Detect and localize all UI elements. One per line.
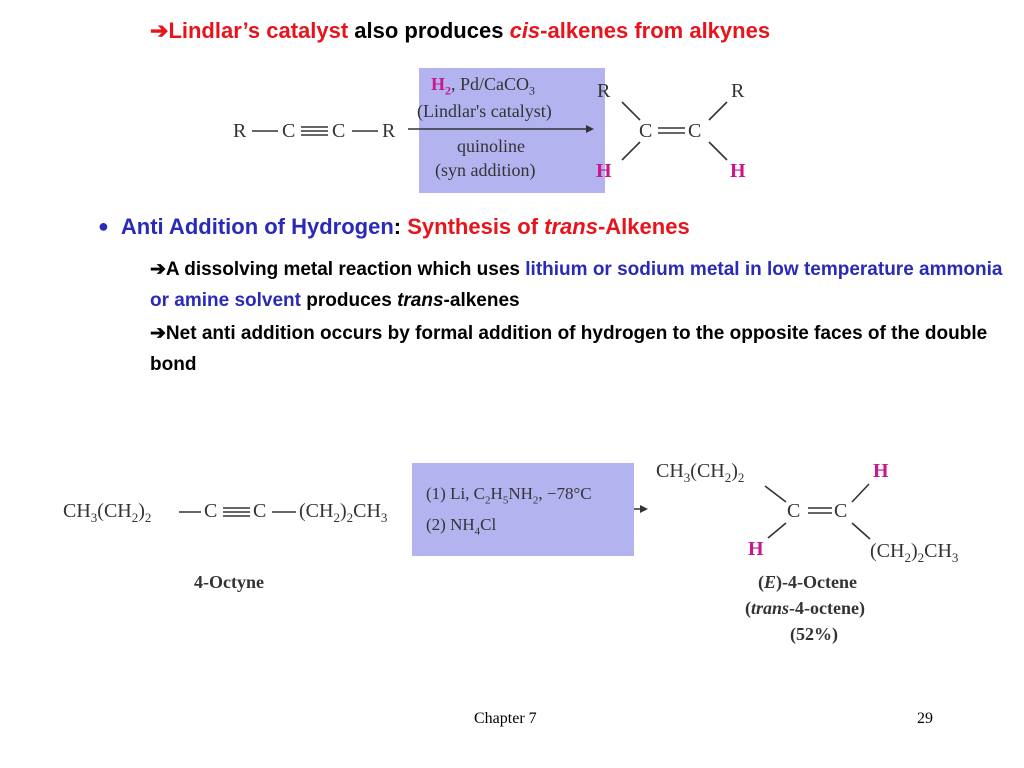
reaction-lindlar: R C C R H2, Pd/CaCO3 (Lindlar's catalyst… [0, 0, 1024, 200]
r1-product-c-left: C [639, 120, 653, 142]
arrow-icon: ➔ [150, 323, 166, 344]
r1-bond-rl [621, 101, 641, 121]
r1-bond-rr [708, 101, 728, 121]
arrow-icon: ➔ [150, 18, 169, 43]
r2-bond-br [851, 522, 871, 540]
r1-reactant-c-right: C [332, 120, 346, 142]
r1-bond-hr [708, 141, 728, 161]
bullet-dot-icon: ● [98, 216, 109, 236]
r1-bond-hl [621, 141, 641, 161]
r1-reactant-r-right: R [382, 120, 396, 142]
r2-bond-bl [767, 522, 787, 539]
sub-bullet-net-anti: ➔Net anti addition occurs by formal addi… [150, 323, 988, 375]
r2-arrow-head [640, 505, 648, 513]
title-middle: also produces [348, 18, 510, 43]
title-end: -alkenes from alkynes [540, 18, 771, 43]
bullet-red-text: Synthesis of [401, 214, 545, 239]
slide-title: ➔Lindlar’s catalyst also produces cis-al… [150, 18, 770, 44]
r2-bond-tr [851, 483, 870, 503]
r1-reagent-line1: H2, Pd/CaCO3 [431, 74, 536, 98]
arrow-icon: ➔ [150, 259, 166, 280]
r1-reagent-line2: (Lindlar's catalyst) [417, 101, 552, 121]
r1-reactant-r-left: R [233, 120, 247, 142]
bullet-red-end: -Alkenes [597, 214, 690, 239]
r1-reactant-c-left: C [282, 120, 296, 142]
footer-chapter: Chapter 7 [474, 710, 537, 727]
r1-product-h-right: H [730, 160, 746, 182]
r1-product-c-right: C [688, 120, 702, 142]
r1-reagent-line4: (syn addition) [435, 160, 536, 180]
r1-product-r-left: R [597, 80, 611, 102]
reagent-box-lindlar [419, 68, 605, 193]
sub-bullet-dissolving-metal: ➔A dissolving metal reaction which uses … [150, 259, 1003, 311]
bullet-blue-text: Anti Addition of Hydrogen [120, 214, 394, 239]
bullet-colon: : [393, 214, 402, 239]
sub1-blue-text: lithium or sodium metal in low temperatu… [150, 259, 1003, 311]
r1-product-h-left: H [596, 160, 612, 182]
title-cis: cis [509, 18, 541, 43]
r2-bond-tl [764, 485, 787, 503]
title-lindlar: Lindlar’s catalyst [168, 18, 349, 43]
bullet-trans: trans [544, 214, 598, 239]
reagent-box-dissolving [412, 463, 634, 556]
r1-arrow-head [586, 125, 594, 133]
r1-product-r-right: R [731, 80, 745, 102]
bullet-anti-addition: ● Anti Addition of Hydrogen: Synthesis of… [98, 214, 690, 240]
r1-reagent-line3: quinoline [457, 136, 525, 156]
footer-page-number: 29 [917, 710, 933, 727]
